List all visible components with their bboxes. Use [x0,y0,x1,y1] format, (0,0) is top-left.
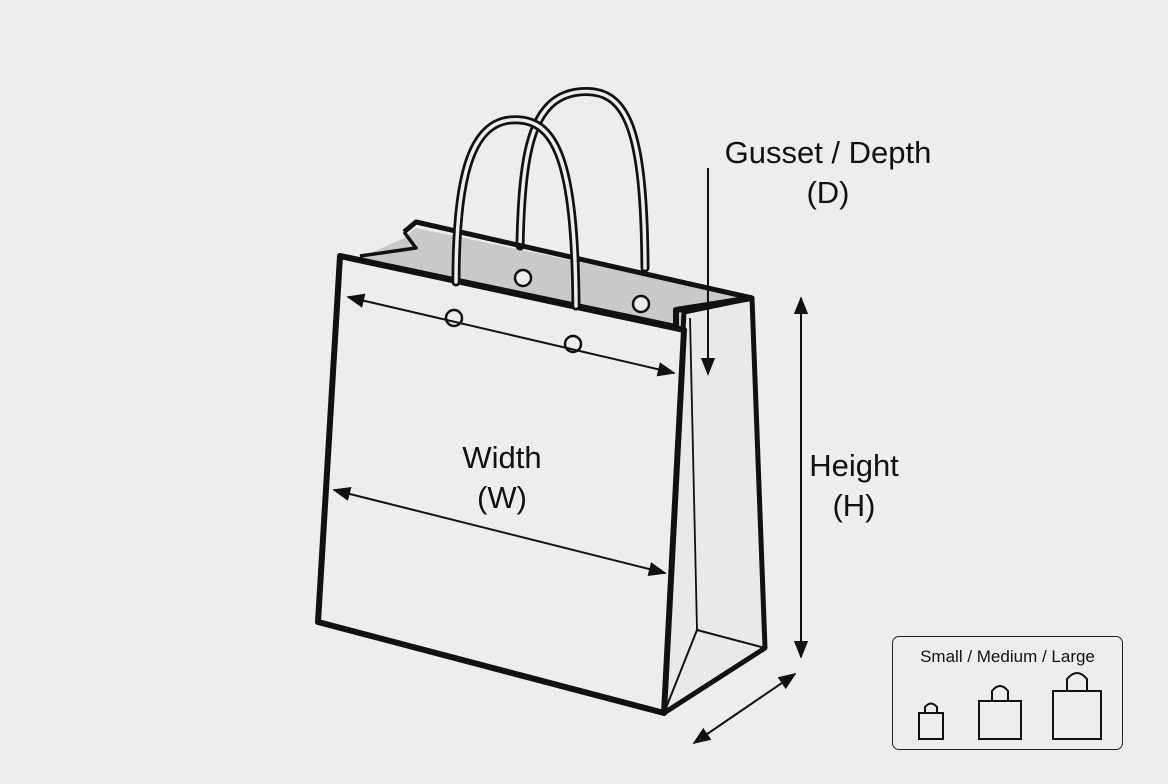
height-label-line2: (H) [832,488,876,523]
medium-bag-icon [978,685,1022,740]
gusset-center-crease [689,317,698,631]
large-bag-icon [1052,672,1102,740]
size-legend: Small / Medium / Large [892,636,1123,750]
gusset-depth-label: Gusset / Depth (D) [700,133,956,213]
small-bag-icon [918,702,944,740]
top-width-arrow [346,293,676,377]
front-handle-icon [451,115,581,311]
bag-back-fold [359,230,418,258]
width-arrow [332,486,667,577]
width-label-line2: (W) [477,480,527,515]
back-rivet-right [631,294,651,314]
bag-back-rim [402,219,753,301]
back-handle-icon [515,86,650,273]
height-label: Height (H) [790,446,918,526]
gusset-label-line1: Gusset / Depth [724,135,932,170]
back-rivet-left [513,268,533,288]
width-label-line1: Width [462,440,542,475]
height-label-line1: Height [809,448,899,483]
legend-icons [918,672,1102,740]
width-label: Width (W) [430,438,574,518]
gusset-bottom-crease [663,628,766,714]
gusset-label-line2: (D) [806,175,850,210]
bag-front-rim [339,253,753,330]
legend-title: Small / Medium / Large [920,647,1095,666]
depth-arrow [692,672,797,745]
